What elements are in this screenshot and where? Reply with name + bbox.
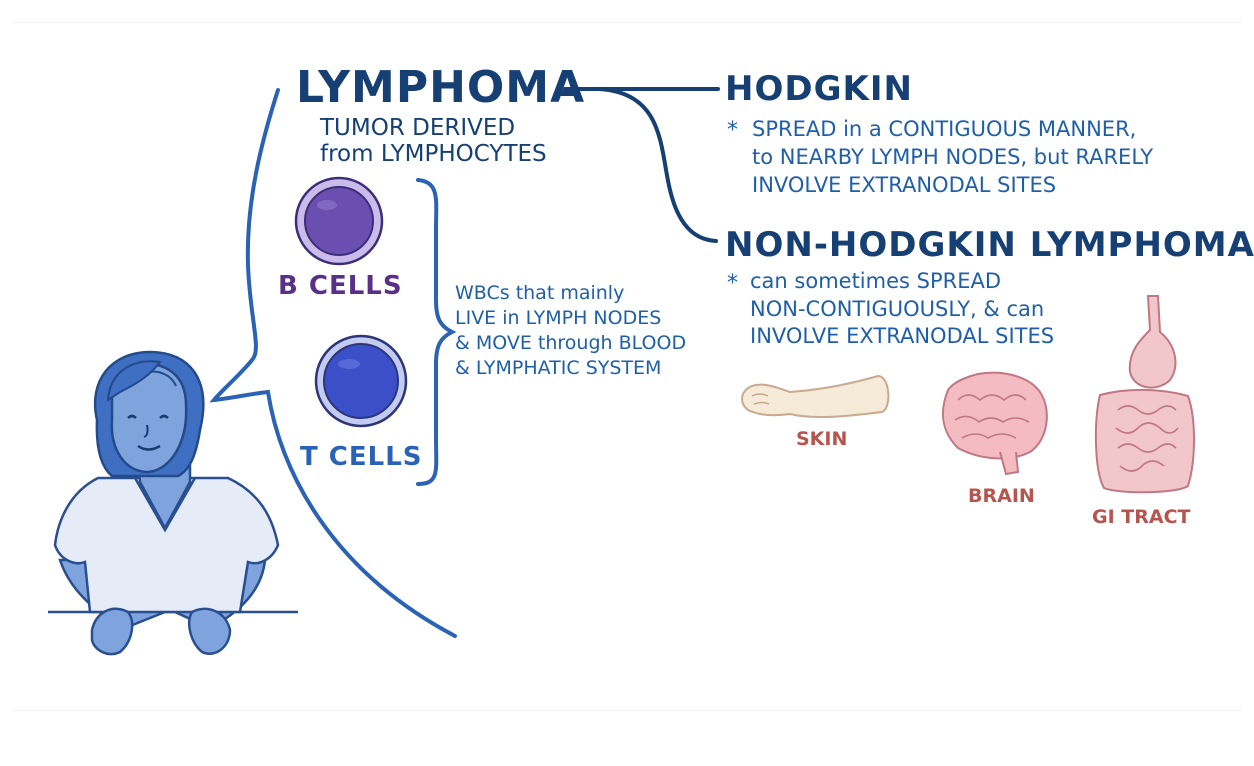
hodgkin-line-1: SPREAD in a CONTIGUOUS MANNER, — [752, 117, 1137, 141]
hodgkin-title: HODGKIN — [725, 69, 913, 109]
bottom-divider — [12, 710, 1242, 711]
doctor-illustration — [48, 350, 298, 656]
non-hodgkin-line-3: INVOLVE EXTRANODAL SITES — [750, 324, 1055, 348]
top-divider — [12, 22, 1242, 23]
skin-label: SKIN — [796, 428, 848, 450]
wbc-description-line-3: & MOVE through BLOOD — [455, 332, 687, 354]
lymphoma-definition-line-1: TUMOR DERIVED — [320, 115, 516, 141]
non-hodgkin-title: NON-HODGKIN LYMPHOMA — [725, 225, 1254, 265]
t-cell-icon — [314, 334, 408, 428]
brain-label: BRAIN — [968, 485, 1035, 507]
non-hodgkin-line-2: NON-CONTIGUOUSLY, & can — [750, 297, 1045, 321]
wbc-description-line-4: & LYMPHATIC SYSTEM — [455, 357, 662, 379]
b-cell-icon — [294, 176, 384, 266]
wbc-description-line-1: WBCs that mainly — [455, 282, 625, 304]
t-cells-label: T CELLS — [300, 442, 423, 472]
curly-brace — [416, 178, 457, 486]
non-hodgkin-line-1: can sometimes SPREAD — [750, 269, 1002, 293]
connector-non-hodgkin — [596, 87, 718, 243]
lymphoma-title: LYMPHOMA — [296, 62, 586, 113]
gi-tract-label: GI TRACT — [1092, 506, 1191, 528]
skin-arm-icon — [741, 374, 890, 419]
lymphoma-definition-line-2: from LYMPHOCYTES — [320, 141, 547, 167]
hodgkin-line-3: INVOLVE EXTRANODAL SITES — [752, 173, 1057, 197]
non-hodgkin-bullet: * — [727, 271, 738, 296]
hodgkin-line-2: to NEARBY LYMPH NODES, but RARELY — [752, 145, 1154, 169]
b-cells-label: B CELLS — [278, 271, 403, 301]
speech-bubble — [209, 88, 457, 638]
hodgkin-bullet: * — [727, 118, 738, 143]
gi-tract-icon — [1094, 295, 1195, 494]
wbc-description-line-2: LIVE in LYMPH NODES — [455, 307, 662, 329]
brain-icon — [941, 371, 1048, 476]
